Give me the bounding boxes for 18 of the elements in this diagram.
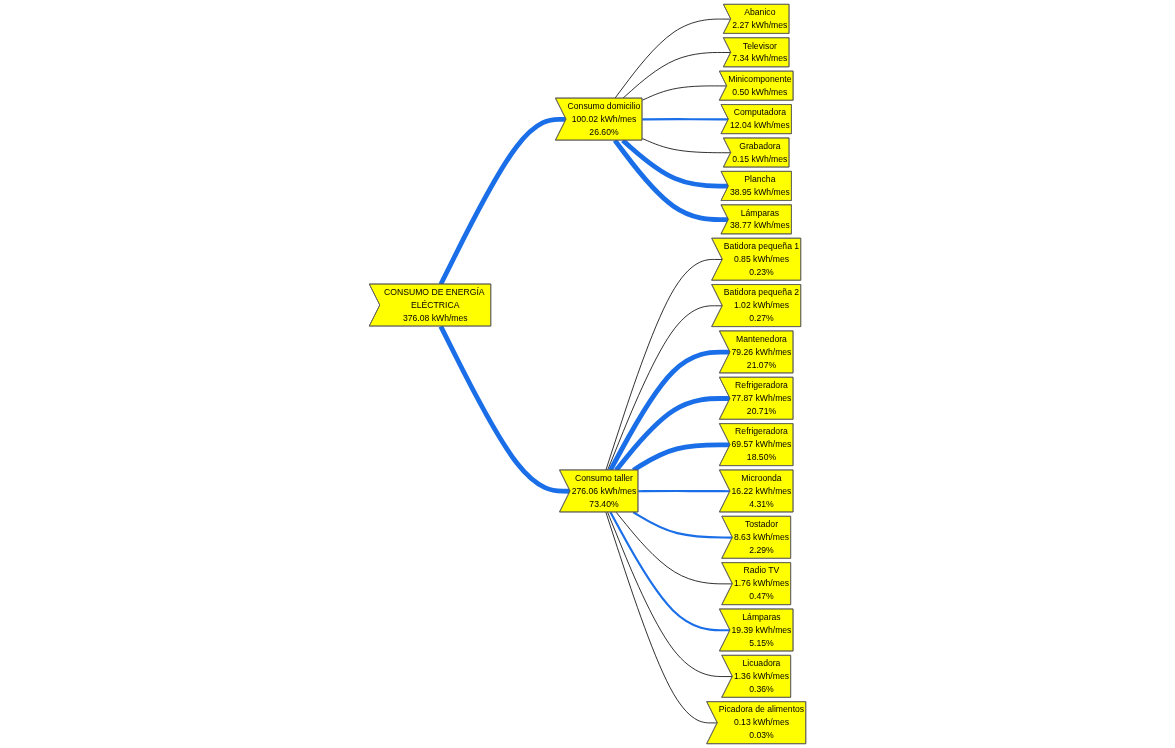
connector (609, 511, 731, 632)
connector (614, 396, 731, 472)
connector (614, 18, 732, 99)
connector (641, 85, 728, 101)
connector (641, 138, 732, 154)
connector (607, 511, 733, 677)
connector (632, 442, 731, 473)
connector (438, 325, 571, 494)
connector (438, 116, 567, 286)
connector (622, 52, 732, 99)
connector (605, 259, 723, 471)
connector (632, 511, 733, 539)
connector (615, 511, 733, 585)
connector (605, 511, 718, 724)
connector (607, 305, 723, 471)
connector (638, 489, 731, 493)
connector (608, 349, 731, 472)
connector (642, 118, 729, 121)
